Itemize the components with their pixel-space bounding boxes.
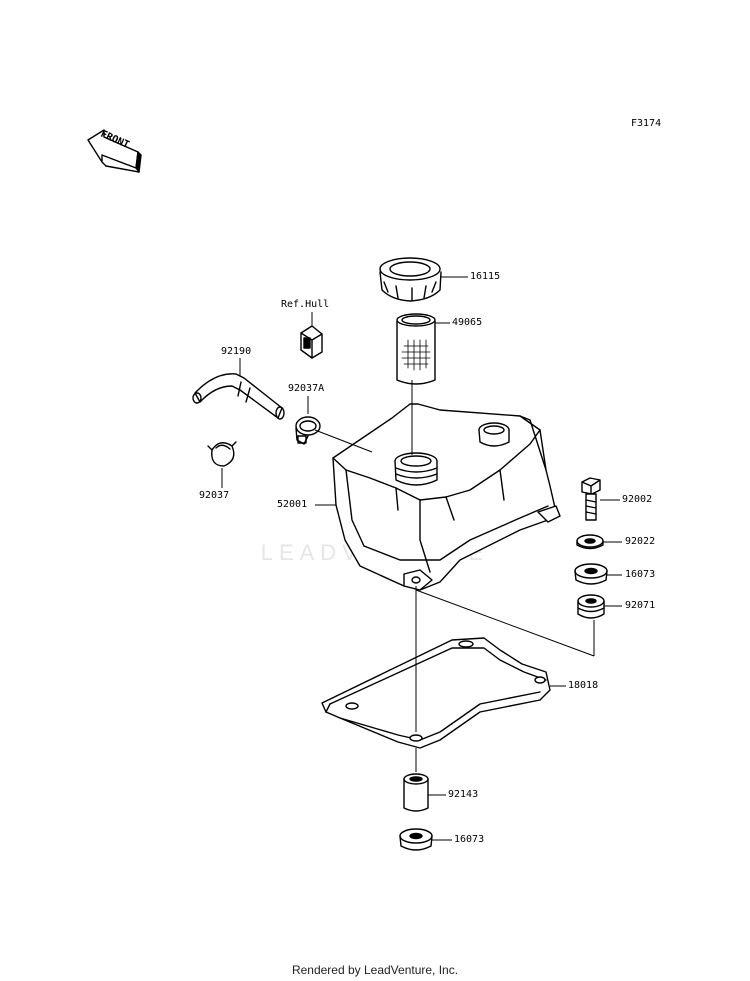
footer-credit: Rendered by LeadVenture, Inc. — [291, 963, 459, 977]
filler-screen-part — [396, 313, 436, 385]
part-label-92143: 92143 — [448, 789, 479, 800]
clamp-a-part — [295, 416, 321, 445]
part-label-16073-upper: 16073 — [625, 569, 656, 580]
bolt-part — [581, 477, 601, 521]
grommet-lower-part — [399, 828, 433, 851]
ref-hull-note: Ref.Hull — [281, 299, 330, 310]
front-arrow-icon — [87, 129, 142, 173]
part-label-92022: 92022 — [625, 536, 656, 547]
figure-code: F3174 — [631, 118, 662, 129]
leader-lines — [221, 276, 622, 841]
part-label-92037: 92037 — [199, 490, 230, 501]
part-label-16073-lower: 16073 — [454, 834, 485, 845]
clamp-part — [207, 441, 237, 467]
hose-part — [192, 373, 285, 420]
hull-fitting-part — [300, 325, 323, 359]
damper-part — [577, 594, 605, 619]
part-label-18018: 18018 — [568, 680, 599, 691]
part-label-49065: 49065 — [452, 317, 483, 328]
part-label-92071: 92071 — [625, 600, 656, 611]
part-label-16115: 16115 — [470, 271, 501, 282]
part-label-92037a: 92037A — [288, 383, 325, 394]
grommet-upper-part — [574, 563, 608, 585]
washer-part — [576, 534, 604, 550]
part-label-92190: 92190 — [221, 346, 252, 357]
fuel-cap-part — [379, 257, 442, 302]
part-label-92002: 92002 — [622, 494, 653, 505]
tank-tray-part — [321, 637, 551, 749]
fuel-tank-part — [332, 403, 561, 591]
part-label-52001: 52001 — [277, 499, 308, 510]
collar-part — [403, 773, 429, 812]
